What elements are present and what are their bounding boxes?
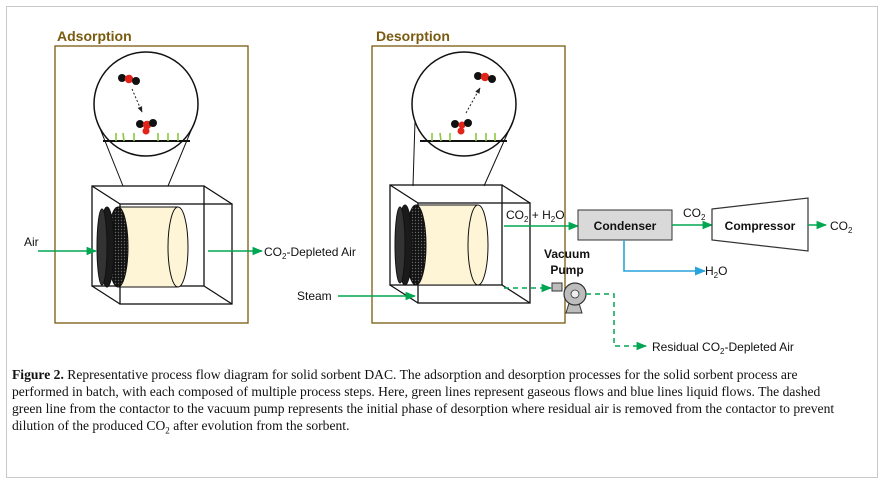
compressor-label: Compressor (725, 219, 796, 233)
vacuum-pump-icon (551, 282, 587, 314)
residual-depleted-air-label: Residual CO2-Depleted Air (652, 340, 794, 356)
sorbent-sites (431, 132, 496, 142)
figure-caption: Figure 2. Representative process flow di… (12, 366, 852, 440)
co2-molecule-free (118, 74, 140, 85)
co2-product-label: CO2 (830, 219, 853, 235)
adsorption-zoom-view (93, 51, 199, 187)
water-liquid-flow (623, 240, 707, 276)
caption-tail: after evolution from the sorbent. (169, 418, 350, 433)
co2-h2o-label: CO2 + H2O (506, 208, 565, 224)
compressor-unit (711, 197, 809, 252)
co2-molecule-released (474, 72, 496, 83)
caption-subscript: 2 (165, 425, 170, 436)
co2-molecule-bound (451, 119, 472, 135)
residual-air-exhaust-flow (586, 293, 648, 351)
air-label: Air (24, 235, 39, 249)
figure-frame (6, 6, 878, 478)
desorption-title: Desorption (376, 28, 450, 44)
desorption-zoom-view (411, 51, 517, 187)
caption-text: Representative process flow diagram for … (12, 367, 835, 433)
vacuum-pump-label-line2: Pump (550, 263, 583, 277)
adsorption-sorbent-drum (96, 206, 189, 288)
h2o-label: H2O (705, 264, 727, 280)
caption-label: Figure 2. (12, 367, 64, 382)
adsorption-title: Adsorption (57, 28, 132, 44)
condenser-label: Condenser (594, 219, 657, 233)
desorption-sorbent-drum (394, 204, 489, 286)
co2-depleted-air-label: CO2-Depleted Air (264, 245, 356, 261)
vacuum-pump-label-line1: Vacuum (544, 247, 590, 261)
condenser-unit (577, 209, 673, 241)
sorbent-sites (115, 132, 179, 142)
co2-molecule-bound (136, 119, 157, 135)
adsorption-panel (54, 45, 249, 324)
desorption-panel (371, 45, 566, 324)
steam-label: Steam (297, 289, 332, 303)
co2-mid-label: CO2 (683, 206, 706, 222)
